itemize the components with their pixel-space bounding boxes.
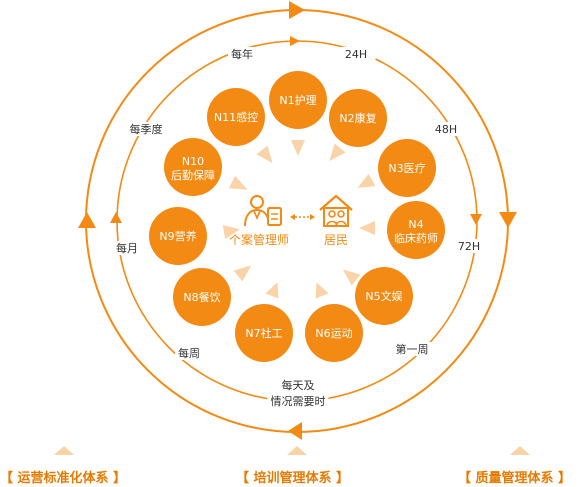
node-label-line2: 后勤保障 [171, 168, 215, 182]
node-n5: N5文娱 [355, 267, 413, 325]
time-label-weekly: 每周 [178, 346, 200, 360]
node-circle [207, 88, 265, 146]
inward-arrow-icon [256, 145, 273, 164]
time-label-72h: 72H [458, 240, 480, 253]
node-circle [387, 201, 445, 259]
inner-arrow-left [110, 212, 122, 223]
footer-arrow-up-1 [54, 446, 74, 455]
time-label-quarterly: 每季度 [130, 122, 163, 136]
node-label: N11感控 [214, 110, 258, 124]
resident-label: 居民 [324, 233, 348, 247]
inward-arrow-icon [265, 282, 279, 299]
outer-arrow-bottom [288, 422, 302, 440]
inward-arrow-icon [329, 143, 346, 162]
footer-label-quality: 【 质量管理体系 】 [458, 471, 572, 486]
time-label-gap [426, 122, 466, 136]
inward-arrow-icon [357, 173, 376, 188]
node-circle [378, 139, 436, 197]
node-n3: N3医疗 [378, 139, 436, 197]
footer-arrow-up-2 [287, 446, 307, 455]
time-label-gap [175, 346, 203, 360]
node-circle [269, 71, 327, 129]
node-label: N10 [182, 155, 204, 168]
node-label: N3医疗 [388, 161, 425, 175]
inward-arrow-icon [233, 265, 252, 282]
time-label-gap [278, 378, 318, 392]
node-circle [329, 89, 387, 147]
inward-arrow-icon [228, 175, 248, 190]
footer-label-operations: 【 运营标准化体系 】 [0, 471, 127, 486]
node-label: N2康复 [339, 111, 376, 125]
inward-arrow-icon [342, 269, 361, 286]
time-label-gap [449, 239, 489, 253]
node-n2: N2康复 [329, 89, 387, 147]
time-label-gap [228, 47, 256, 61]
node-circle [149, 207, 207, 265]
time-label-gap [336, 47, 376, 61]
time-label-48h: 48H [435, 123, 457, 136]
time-label-gap [113, 241, 141, 255]
time-label-gap [126, 122, 166, 136]
node-label: N5文娱 [365, 289, 402, 303]
case-manager-label: 个案管理师 [229, 232, 289, 247]
footer-arrow-up-3 [510, 446, 530, 455]
node-label: N8餐饮 [183, 290, 220, 304]
node-circle [235, 304, 293, 362]
time-label-daily-2: 情况需要时 [271, 395, 326, 408]
node-circle [355, 267, 413, 325]
node-n7: N7社工 [235, 304, 293, 362]
node-label: N4 [408, 218, 423, 231]
time-label-gap [267, 394, 329, 408]
outer-arrow-left [78, 212, 96, 228]
inward-arrow-icon [291, 140, 305, 156]
double-arrow-icon [290, 214, 315, 220]
node-label: N9营养 [159, 229, 196, 243]
inward-arrow-icon [315, 282, 329, 299]
footer-label-training: 【 培训管理体系 】 [236, 471, 350, 486]
inward-arrow-icon [359, 221, 375, 235]
node-label: N6运动 [315, 327, 352, 340]
inner-arrow-top [290, 36, 300, 46]
node-circle [173, 268, 231, 326]
time-label-weekly-first: 第一周 [396, 342, 429, 356]
outer-arrow-top [289, 1, 305, 19]
time-label-monthly: 每月 [116, 241, 138, 255]
node-n8: N8餐饮 [173, 268, 231, 326]
inward-arrow-icon [222, 225, 240, 239]
node-n1: N1护理 [269, 71, 327, 129]
node-n6: N6运动 [305, 304, 363, 362]
node-label: N1护理 [279, 93, 316, 107]
inward-arrows [222, 140, 376, 299]
time-label-yearly: 每年 [231, 47, 253, 61]
time-label-daily-1: 每天及 [282, 378, 315, 392]
node-n11: N11感控 [207, 88, 265, 146]
case-manager-icon [244, 195, 282, 227]
time-label-24h: 24H [345, 48, 367, 61]
outer-arrow-right [499, 212, 517, 228]
node-circle [164, 138, 222, 196]
node-n9: N9营养 [149, 207, 207, 265]
inner-arrow-right [470, 214, 482, 225]
time-label-gap [392, 342, 432, 356]
node-label: N7社工 [245, 326, 282, 340]
resident-house-icon [319, 194, 353, 227]
node-label-line2: 临床药师 [394, 231, 438, 245]
node-circle [305, 304, 363, 362]
